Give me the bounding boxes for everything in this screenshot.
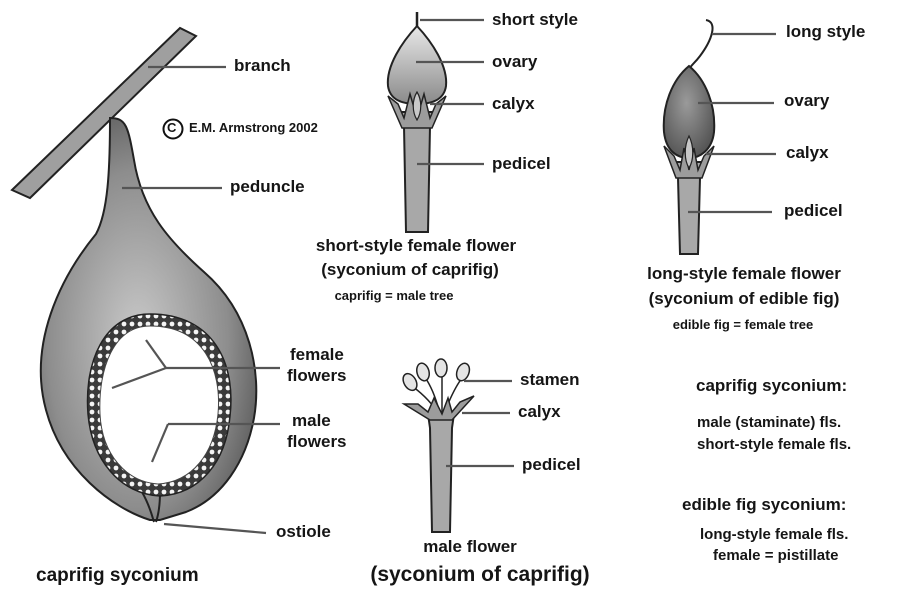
note-caprifig-male-tree: caprifig = male tree [335,288,454,303]
caption-short-style-2: (syconium of caprifig) [321,260,499,280]
copyright-symbol: C [167,120,176,135]
label-short-ovary: ovary [492,52,537,72]
caption-caprifig-syconium: caprifig syconium [36,565,199,587]
long-style-shape [689,20,713,70]
long-style-flower-drawing [664,20,715,254]
short-style-flower-drawing [388,12,446,232]
caption-syconium-of-caprifig: (syconium of caprifig) [370,563,589,587]
label-male-flowers-2: flowers [287,432,347,452]
male-flower-drawing [400,359,474,532]
label-male-pedicel: pedicel [522,455,581,475]
label-male-flowers-1: male [292,411,331,431]
label-peduncle: peduncle [230,177,305,197]
label-female-flowers-2: flowers [287,366,347,386]
summary-edible-heading: edible fig syconium: [682,495,846,515]
label-long-calyx: calyx [786,143,829,163]
label-short-style: short style [492,10,578,30]
syconium-drawing [12,28,256,522]
label-short-pedicel: pedicel [492,154,551,174]
summary-edible-line-2: female = pistillate [713,547,838,564]
label-short-calyx: calyx [492,94,535,114]
caption-long-style-1: long-style female flower [647,264,841,284]
male-flower-leaders [446,381,514,466]
summary-edible-line-1: long-style female fls. [700,526,848,543]
label-male-calyx: calyx [518,402,561,422]
summary-caprifig-line-2: short-style female fls. [697,436,851,453]
branch-shape [12,28,196,198]
anthers [400,359,471,393]
summary-caprifig-line-1: male (staminate) fls. [697,414,841,431]
label-long-ovary: ovary [784,91,829,111]
caption-male-flower: male flower [423,537,517,557]
label-stamen: stamen [520,370,580,390]
summary-caprifig-heading: caprifig syconium: [696,376,847,396]
label-branch: branch [234,56,291,76]
note-edible-female-tree: edible fig = female tree [673,317,814,332]
label-long-style: long style [786,22,865,42]
label-ostiole: ostiole [276,522,331,542]
label-female-flowers-1: female [290,345,344,365]
label-long-pedicel: pedicel [784,201,843,221]
caption-short-style-1: short-style female flower [316,236,516,256]
caption-long-style-2: (syconium of edible fig) [649,289,840,309]
cavity [100,326,219,484]
short-pedicel-shape [400,112,434,232]
male-pedicel-shape [428,414,454,532]
copyright-text: E.M. Armstrong 2002 [189,120,318,135]
male-calyx-shape [404,396,474,420]
